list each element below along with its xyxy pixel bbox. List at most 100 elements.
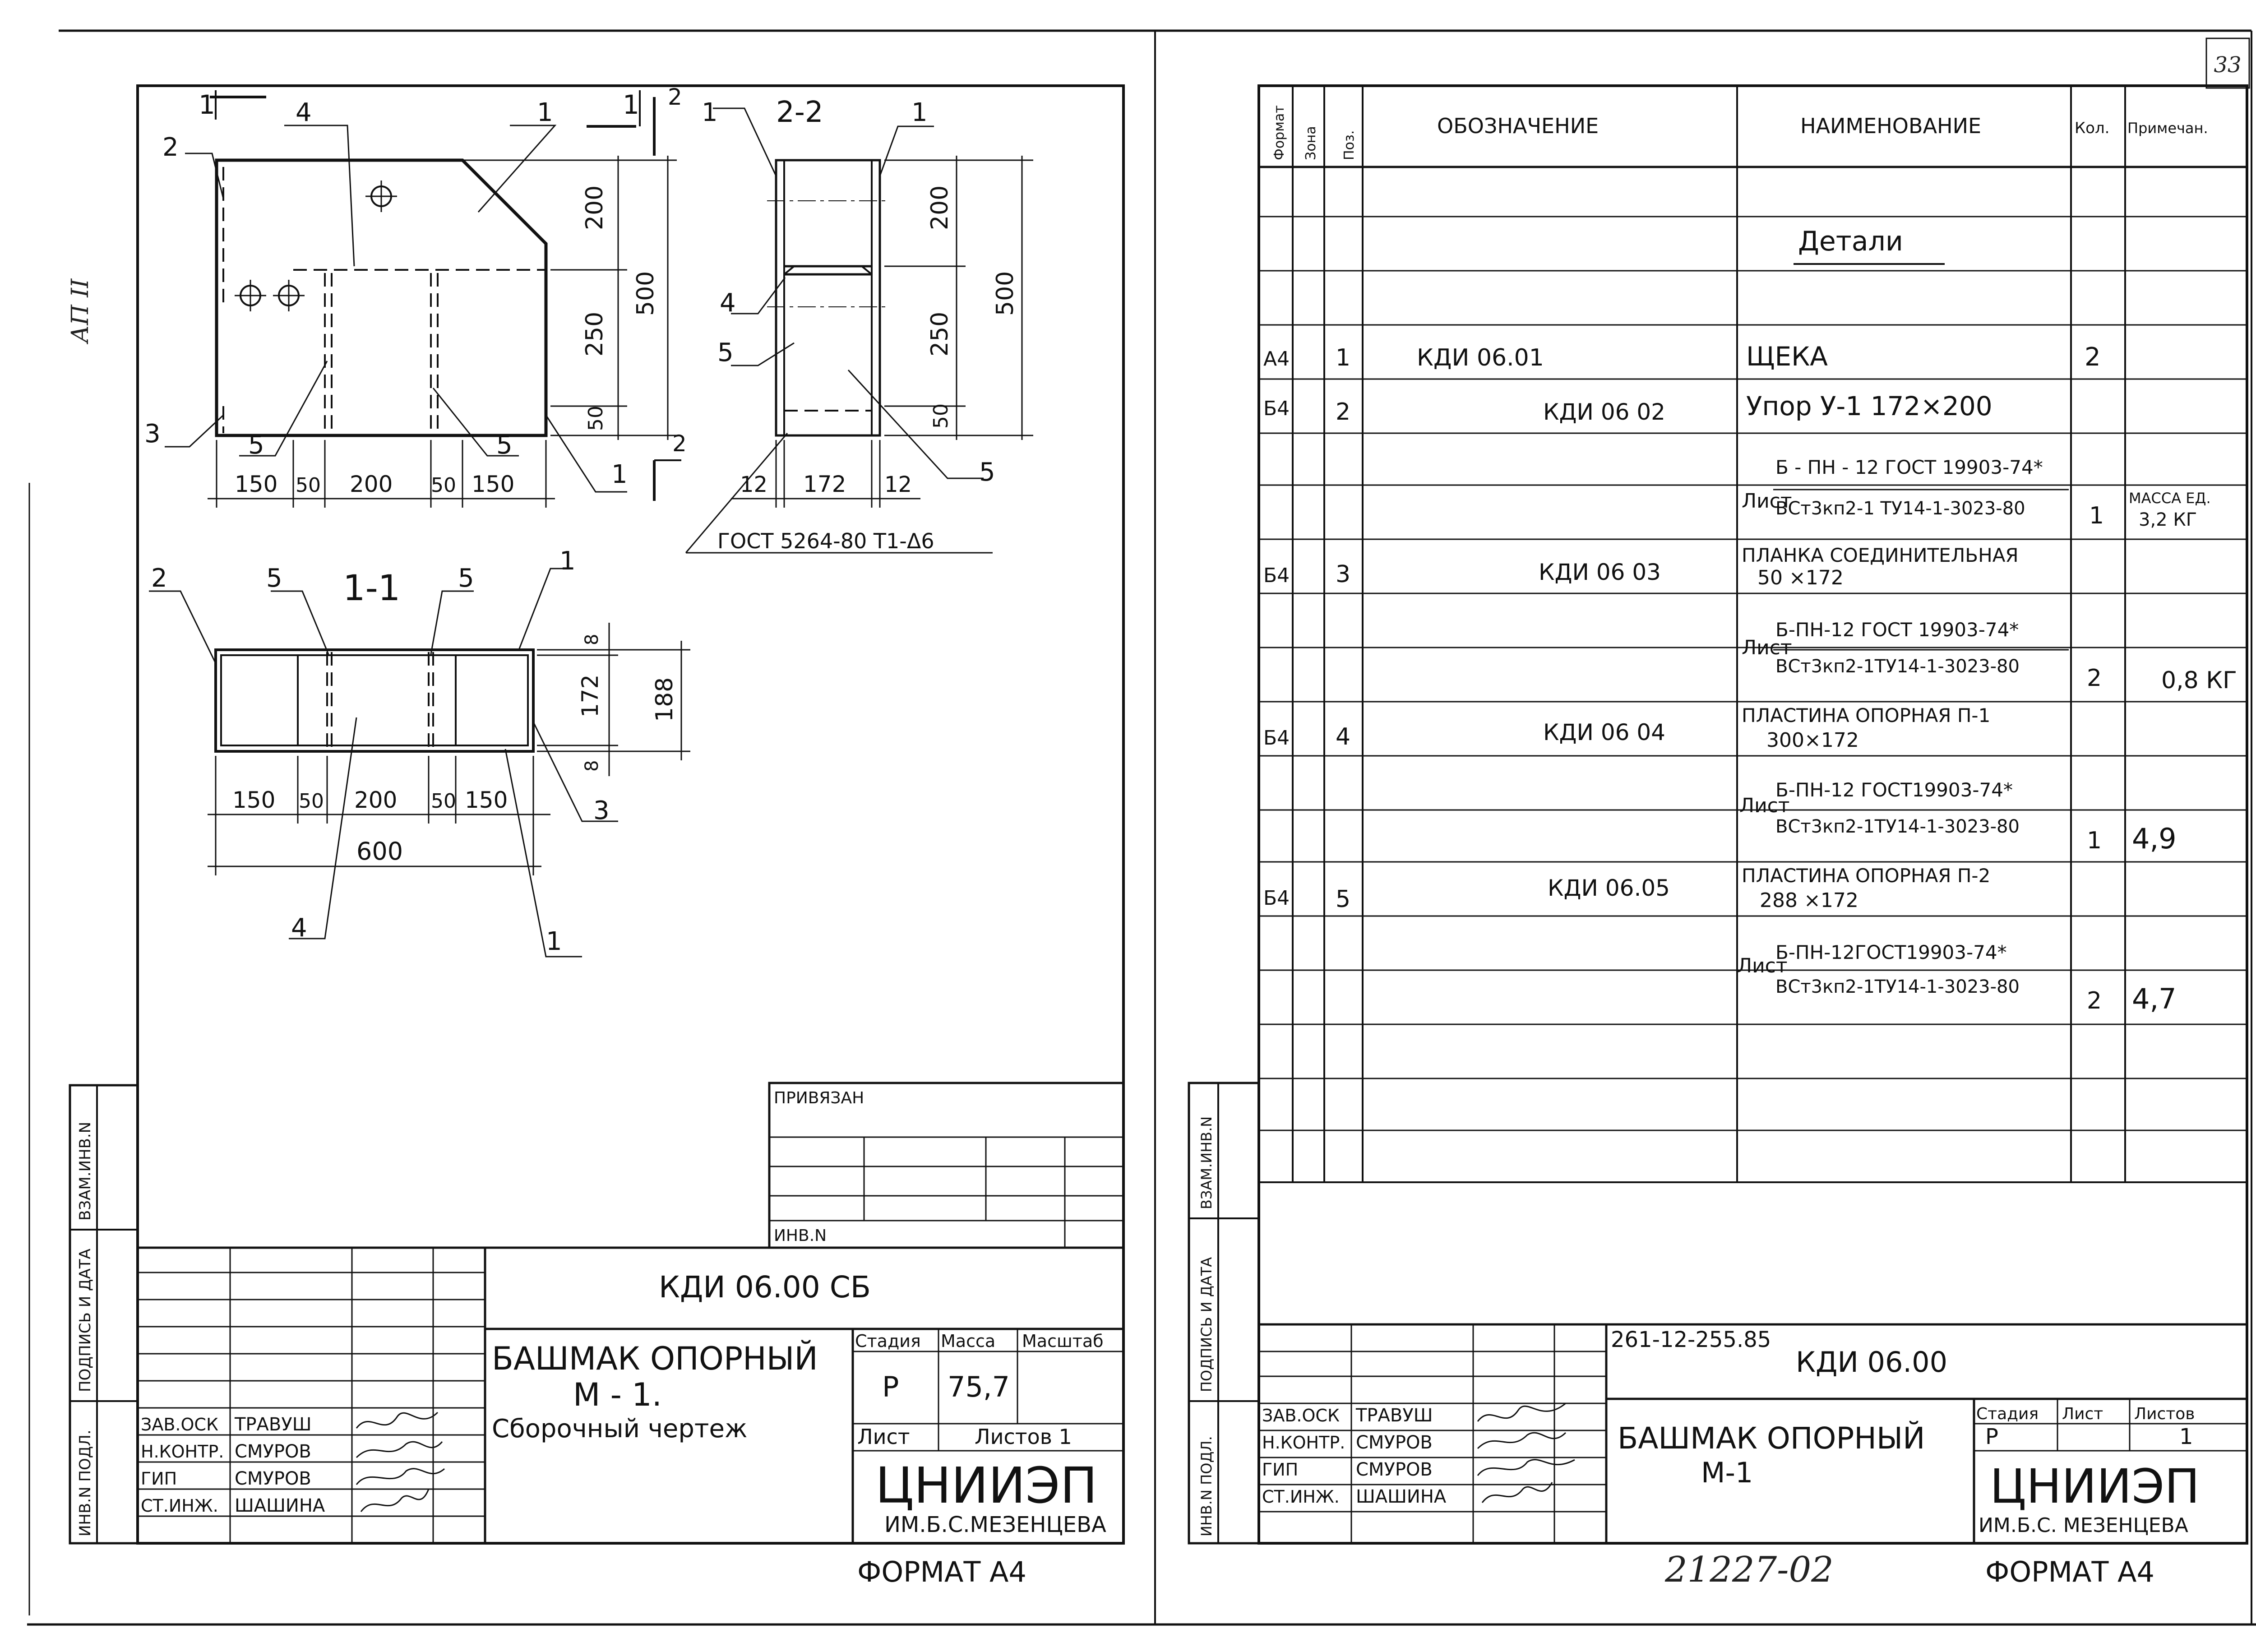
person: СМУРОВ [235,1441,311,1462]
role: СТ.ИНЖ. [141,1496,218,1516]
leader-3b [545,415,627,493]
leader-3 [165,414,224,448]
dim-50: 50 [299,790,324,813]
left-side-stamp: ВЗАМ.ИНВ.N ПОДПИСЬ И ДАТА ИНВ.N ПОДЛ. [69,1084,139,1545]
hdr-name: НАИМЕНОВАНИЕ [1800,114,1981,138]
leader-2 [185,153,224,199]
hdr-mass: Масса [941,1331,995,1351]
material-top: Б-ПН-12ГОСТ19903-74* [1775,941,2007,963]
leader-5 [731,342,795,366]
leader-4 [289,717,357,939]
leader-label: 5 [717,338,734,367]
material-note: 4,7 [2132,982,2177,1015]
designation: КДИ 06.00 СБ [659,1270,871,1305]
dim-12: 12 [740,472,767,497]
plate-outline [215,158,548,437]
leader-3 [532,722,618,822]
weld-note: ГОСТ 5264-80 Т1-Δ6 [717,529,934,553]
material-qty: 1 [2089,502,2104,529]
section-mark: 2 [672,430,687,457]
format-label: ФОРМАТ А4 [1985,1555,2154,1588]
page-number: 33 [2214,52,2241,78]
hdr-stage: Стадия [1976,1405,2039,1423]
material-note: 0,8 КГ [2161,667,2237,694]
material-label: Лист [1742,636,1792,659]
role: СТ.ИНЖ. [1262,1487,1340,1507]
dim-172: 172 [803,471,846,497]
leader-label: 1 [702,98,718,127]
leader-4 [284,125,355,267]
row-name: ЩЕКА [1746,341,1828,372]
inv-label: ИНВ.N [774,1226,827,1245]
role: ГИП [141,1469,177,1489]
role: ЗАВ.ОСК [141,1415,218,1435]
dim-188: 188 [651,677,678,722]
hdr-designation: ОБОЗНАЧЕНИЕ [1437,114,1599,138]
row-pos: 3 [1336,561,1350,588]
dim-600: 600 [356,837,403,865]
dim-172: 172 [577,675,603,717]
leader-label: 1 [559,546,576,576]
leader-5b [847,369,984,479]
section-1-1: 1-1 2 5 5 1 3 4 1 8 172 8 188 [149,546,690,958]
stamp-frame [1188,1082,1260,1545]
section-outline [775,159,881,437]
stage-value: Р [882,1370,899,1403]
name-line-2: М-1 [1701,1456,1753,1489]
signature [356,1468,445,1485]
leader-label: 1 [911,98,928,127]
designation: КДИ 06.00 [1796,1346,1947,1379]
leader-1b [504,749,582,958]
section-title: Детали [1798,226,1903,257]
leader-label: 5 [458,564,474,593]
row-format: Б4 [1263,727,1290,750]
material-bottom: ВСт3кп2-1ТУ14-1-3023-80 [1775,656,2020,677]
signature [1477,1402,1566,1422]
dim-150: 150 [232,787,275,813]
dim-500: 500 [632,271,659,316]
section-title: 1-1 [343,568,400,609]
name-line-1: БАШМАК ОПОРНЫЙ [1618,1421,1925,1456]
dim-150: 150 [465,787,508,813]
section-title: 2-2 [776,96,823,129]
section-mark: 1 [199,89,215,120]
dim-200: 200 [926,185,953,230]
section-mark: 1 [623,89,639,120]
dim-200: 200 [350,471,393,497]
signature [356,1441,443,1458]
leader-1b [879,125,934,176]
leader-label: 1 [611,460,628,489]
stamp-label: ВЗАМ.ИНВ.N [76,1122,94,1221]
name-line-1: БАШМАК ОПОРНЫЙ [492,1340,818,1377]
leader-5b [432,388,519,457]
material-note: 3,2 КГ [2139,509,2197,530]
row-name: ПЛАСТИНА ОПОРНАЯ П-1 [1742,704,1990,727]
row-designation: КДИ 06.05 [1548,875,1670,901]
stage-value: Р [1985,1424,1998,1449]
leader-1 [518,568,569,650]
row-name: ПЛАНКА СОЕДИНИТЕЛЬНАЯ [1742,544,2019,566]
sheets-label: Листов 1 [975,1425,1072,1449]
dim-200: 200 [581,185,608,230]
privyazan-label: ПРИВЯЗАН [774,1089,864,1107]
leader-label: 2 [151,564,167,593]
leader-5 [239,361,328,457]
row-designation: КДИ 06 02 [1543,399,1665,425]
hdr-qty: Кол. [2075,119,2109,137]
signature [1477,1459,1575,1476]
dim-150: 150 [472,471,514,497]
hdr-note: Примечан. [2127,120,2208,137]
row-name: ПЛАСТИНА ОПОРНАЯ П-2 [1742,865,1990,887]
leader-label: 1 [537,98,553,127]
row-format: А4 [1263,347,1290,370]
dim-50: 50 [431,474,456,497]
sheet-label: Лист [857,1425,910,1449]
dim-250: 250 [581,312,608,356]
material-note: 4,9 [2132,822,2177,855]
row-name: Упор У-1 172×200 [1746,391,1992,421]
cheek-left [775,159,785,436]
material-note: МАССА ЕД. [2129,490,2211,507]
section-mark: 2 [668,84,682,110]
row-pos: 1 [1336,344,1350,371]
